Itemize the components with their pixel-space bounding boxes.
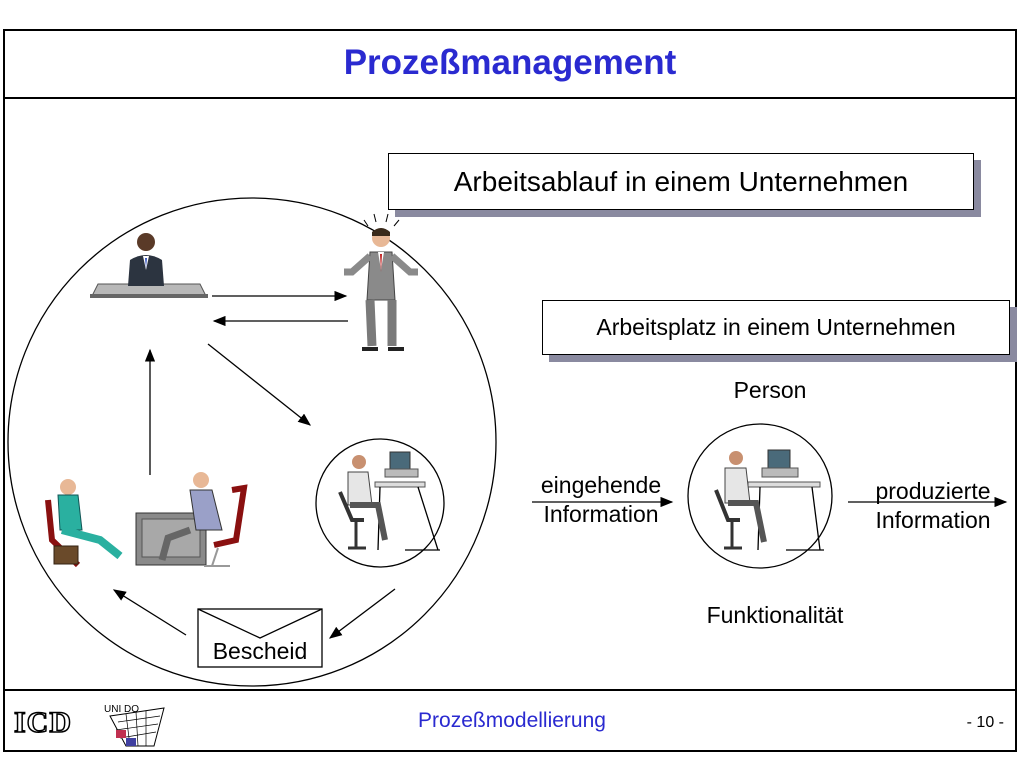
envelope-label: Bescheid [212, 638, 308, 664]
computer-worker-figure [338, 451, 440, 551]
label-produced-line2: Information [875, 507, 991, 533]
label-incoming-line1: eingehende [540, 472, 662, 498]
workflow-circle [7, 197, 497, 687]
worker-circle [315, 438, 445, 568]
label-person: Person [733, 377, 807, 403]
label-functionality: Funktionalität [706, 602, 844, 628]
label-incoming-line2: Information [543, 501, 659, 527]
workflow-heading-box: Arbeitsablauf in einem Unternehmen [388, 153, 974, 210]
slide-frame [3, 29, 1017, 752]
footer-divider [3, 689, 1017, 691]
icd-logo: ICD [13, 705, 73, 740]
workplace-heading-box: Arbeitsplatz in einem Unternehmen [542, 300, 1010, 355]
label-produced: produzierte Information [852, 477, 1014, 535]
meeting-figures [45, 472, 248, 568]
label-produced-line1: produzierte [875, 478, 991, 504]
executive-desk-figure [90, 233, 208, 298]
envelope-icon [197, 608, 323, 668]
uni-do-logo-text: UNI DO [104, 704, 139, 715]
label-incoming: eingehende Information [516, 471, 686, 529]
workflow-heading-text: Arbeitsablauf in einem Unternehmen [453, 165, 909, 197]
uni-do-logo: UNI DO [104, 704, 165, 747]
title-bar: Prozeßmanagement [3, 29, 1017, 99]
arrow-worker-to-envelope [328, 588, 396, 639]
workplace-worker-figure [714, 449, 824, 551]
workplace-heading-text: Arbeitsplatz in einem Unternehmen [596, 314, 956, 340]
arrow-desk-to-worker [207, 343, 312, 426]
arrow-envelope-to-meeting [112, 589, 187, 636]
page-number: - 10 - [966, 714, 1004, 731]
footer-title: Prozeßmodellierung [418, 709, 606, 732]
slide-title: Prozeßmanagement [343, 43, 677, 82]
workplace-circle [687, 423, 833, 569]
stressed-employee-figure [344, 213, 418, 351]
